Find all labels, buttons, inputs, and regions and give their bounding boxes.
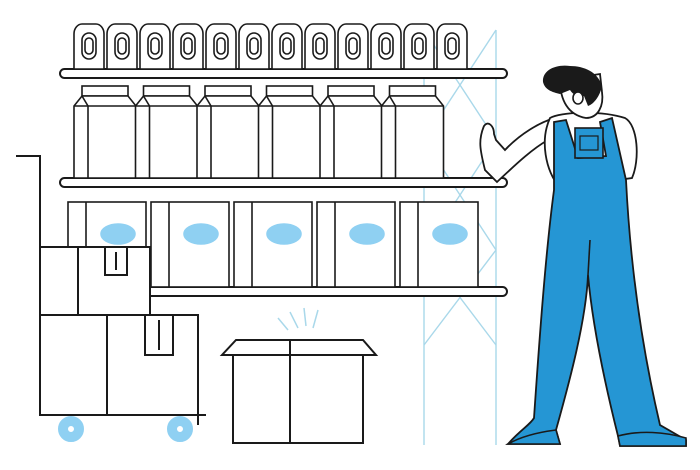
- hair-icon: [542, 65, 602, 106]
- milk-carton-icon: [380, 85, 445, 179]
- sparkle-lines: [277, 307, 319, 331]
- bottle-icon: [370, 23, 402, 70]
- open-box-icon: [219, 307, 379, 444]
- shelf-box-icon: [399, 201, 479, 288]
- shelf-middle: [59, 177, 508, 188]
- milk-carton-icon: [73, 85, 137, 179]
- shelf-box-icon: [150, 201, 230, 288]
- shoe-icon: [617, 431, 687, 447]
- shelf-box-icon: [316, 201, 396, 288]
- bottle-icon: [304, 23, 336, 70]
- shoe-icon: [504, 429, 562, 445]
- bottle-icon: [403, 23, 435, 70]
- milk-carton-icon: [257, 85, 322, 179]
- milk-carton-icon: [319, 85, 383, 179]
- box-icon: [39, 314, 199, 416]
- box-icon: [39, 246, 151, 316]
- milk-carton-icon: [196, 85, 260, 179]
- worker-arm: [479, 116, 557, 184]
- hand-truck-icon: [16, 155, 206, 442]
- bottle-icon: [139, 23, 171, 70]
- bottle-icon: [73, 23, 105, 70]
- bottle-icon: [205, 23, 237, 70]
- shelf-bottom: [129, 286, 508, 297]
- shelf-top: [59, 68, 508, 79]
- box-row: [67, 201, 479, 288]
- bottle-icon: [106, 23, 138, 70]
- bottle-icon: [436, 23, 468, 70]
- bottle-icon: [172, 23, 204, 70]
- bottle-icon: [238, 23, 270, 70]
- bottle-icon: [337, 23, 369, 70]
- worker-overalls: [506, 116, 687, 447]
- worker-head: [542, 65, 604, 119]
- carton-row: [73, 85, 445, 179]
- shelf-box-icon: [233, 201, 313, 288]
- milk-carton-icon: [134, 85, 199, 179]
- worker-icon: [479, 65, 687, 447]
- bottle-icon: [271, 23, 303, 70]
- bottle-row: [73, 23, 468, 70]
